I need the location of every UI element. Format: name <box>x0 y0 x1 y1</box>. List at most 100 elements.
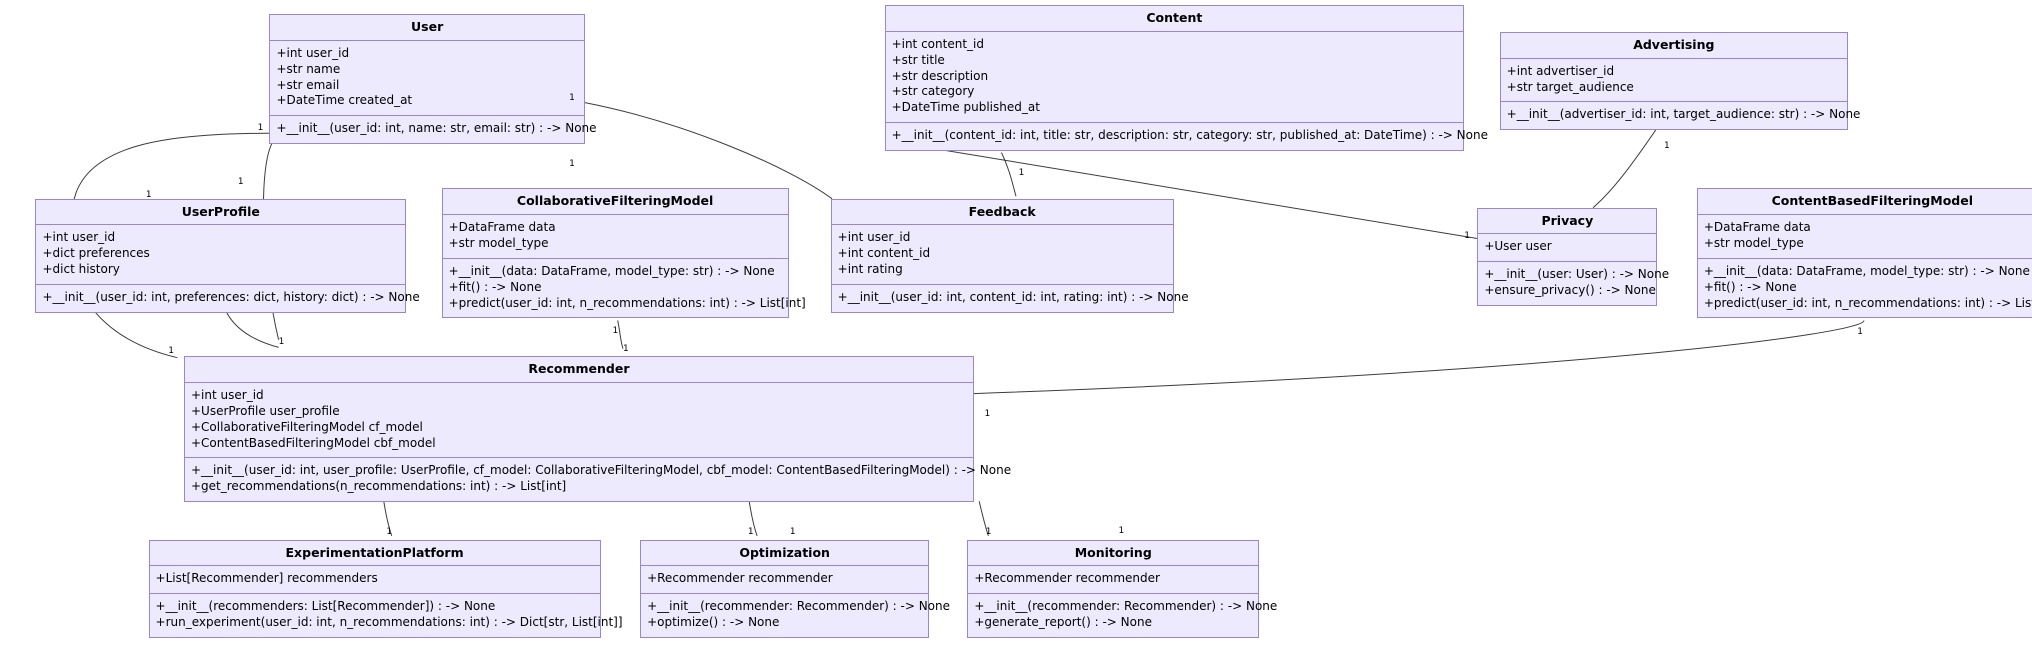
class-box-cbfmodel[interactable]: ContentBasedFilteringModel+DataFrame dat… <box>1696 188 2032 319</box>
class-methods-feedback: +__init__(user_id: int, content_id: int,… <box>832 285 1189 312</box>
multiplicity-label: 1 <box>1464 231 1470 242</box>
class-title-content: Content <box>885 6 1464 32</box>
attribute-row: +DateTime created_at <box>276 93 413 108</box>
class-methods-experimentation: +__init__(recommenders: List[Recommender… <box>150 594 623 637</box>
class-methods-userprofile: +__init__(user_id: int, preferences: dic… <box>36 285 420 312</box>
attribute-row: +str target_audience <box>1506 79 1634 94</box>
class-methods-cbfmodel: +__init__(data: DataFrame, model_type: s… <box>1698 259 2032 317</box>
attribute-row: +Recommender recommender <box>647 571 833 586</box>
class-methods-optimization: +__init__(recommender: Recommender) : ->… <box>641 594 951 637</box>
attribute-row: +str email <box>276 77 340 92</box>
class-box-recommender[interactable]: Recommender+int user_id+UserProfile user… <box>184 356 1012 503</box>
class-box-feedback[interactable]: Feedback+int user_id+int content_id+int … <box>830 198 1189 313</box>
class-box-experimentation[interactable]: ExperimentationPlatform+List[Recommender… <box>148 539 623 638</box>
method-row: +__init__(user_id: int, content_id: int,… <box>837 289 1189 304</box>
multiplicity-label: 1 <box>612 325 619 336</box>
attribute-row: +Recommender recommender <box>974 571 1160 586</box>
attribute-row: +DataFrame data <box>448 220 556 235</box>
attribute-row: +str category <box>891 84 975 99</box>
method-row: +run_experiment(user_id: int, n_recommen… <box>155 615 623 630</box>
class-box-userprofile[interactable]: UserProfile+int user_id+dict preferences… <box>35 198 420 313</box>
class-attributes-content: +int content_id+str title+str descriptio… <box>885 32 1464 124</box>
multiplicity-label: 1 <box>237 177 244 188</box>
method-row: +__init__(recommender: Recommender) : ->… <box>974 599 1278 614</box>
class-attributes-experimentation: +List[Recommender] recommenders <box>149 566 600 595</box>
class-box-privacy[interactable]: Privacy +User user +__init__(user: User) :… <box>1477 207 1670 306</box>
attribute-row: +dict history <box>42 262 120 277</box>
method-row: +predict(user_id: int, n_recommendations… <box>448 295 806 310</box>
class-methods-monitoring: +__init__(recommender: Recommender) : ->… <box>968 594 1278 637</box>
multiplicity-label: 1 <box>1018 168 1025 179</box>
class-title-monitoring: Monitoring <box>968 541 1259 567</box>
method-row: +__init__(recommenders: List[Recommender… <box>155 599 496 614</box>
method-row: +__init__(user_id: int, preferences: dic… <box>42 289 420 304</box>
class-box-cfmodel[interactable]: CollaborativeFilteringModel+DataFrame da… <box>441 188 806 319</box>
attribute-row: +int content_id <box>891 36 984 51</box>
class-box-user[interactable]: User+int user_id+str name+str email+Date… <box>269 14 597 144</box>
class-box-advertising[interactable]: Advertising+int advertiser_id+str target… <box>1499 32 1861 131</box>
class-title-cbfmodel: ContentBasedFilteringModel <box>1697 189 2032 216</box>
method-row: +__init__(data: DataFrame, model_type: s… <box>448 263 775 278</box>
attribute-row: +DateTime published_at <box>891 100 1040 115</box>
method-row: +get_recommendations(n_recommendations: … <box>191 479 567 494</box>
association-cbfmodel-to-recommender <box>973 320 1865 395</box>
method-row: +__init__(user: User) : -> None <box>1484 267 1670 282</box>
class-attributes-advertising: +int advertiser_id+str target_audience <box>1500 59 1847 103</box>
multiplicity-label: 1 <box>789 527 796 538</box>
method-row: +generate_report() : -> None <box>974 615 1152 630</box>
attribute-row: +str description <box>891 68 989 83</box>
multiplicity-label: 1 <box>569 92 575 103</box>
class-title-recommender: Recommender <box>185 357 973 384</box>
attribute-row: +ContentBasedFilteringModel cbf_model <box>191 435 436 450</box>
method-row: +__init__(recommender: Recommender) : ->… <box>647 599 951 614</box>
method-row: +fit() : -> None <box>448 279 542 294</box>
attribute-row: +str model_type <box>1703 236 1804 251</box>
class-box-optimization[interactable]: Optimization +Recommender recommender +__i… <box>640 539 951 638</box>
method-row: +optimize() : -> None <box>647 615 780 630</box>
attribute-row: +str name <box>276 61 341 76</box>
class-attributes-userprofile: +int user_id+dict preferences+dict histo… <box>36 225 406 285</box>
attribute-row: +CollaborativeFilteringModel cf_model <box>191 419 423 434</box>
attribute-row: +int content_id <box>837 246 931 261</box>
class-attributes-cbfmodel: +DataFrame data+str model_type <box>1697 215 2032 259</box>
association-content-to-feedback <box>1001 152 1017 197</box>
attribute-row: +User user <box>1484 239 1552 254</box>
attribute-row: +int user_id <box>42 230 116 245</box>
attribute-row: +str model_type <box>448 236 549 251</box>
class-box-content[interactable]: Content+int content_id+str title+str des… <box>884 5 1488 151</box>
multiplicity-label: 1 <box>168 346 174 357</box>
attribute-row: +str title <box>891 52 945 67</box>
multiplicity-label: 1 <box>145 190 152 201</box>
class-attributes-monitoring: +Recommender recommender <box>968 566 1259 595</box>
multiplicity-label: 1 <box>1663 141 1670 152</box>
attribute-row: +int user_id <box>191 388 264 403</box>
class-title-user: User <box>270 15 584 41</box>
class-attributes-recommender: +int user_id+UserProfile user_profile+Co… <box>185 383 973 459</box>
method-row: +__init__(user_id: int, user_profile: Us… <box>191 463 1012 478</box>
multiplicity-label: 1 <box>1118 525 1125 536</box>
attribute-row: +int rating <box>837 262 903 277</box>
class-methods-privacy: +__init__(user: User) : -> None+ensure_p… <box>1478 262 1670 305</box>
attribute-row: +dict preferences <box>42 246 150 261</box>
multiplicity-label: 1 <box>984 409 991 420</box>
attribute-row: +int advertiser_id <box>1506 63 1615 78</box>
attribute-row: +int user_id <box>276 45 350 60</box>
class-attributes-cfmodel: +DataFrame data+str model_type <box>442 215 788 259</box>
method-row: +fit() : -> None <box>1703 279 1797 294</box>
class-methods-recommender: +__init__(user_id: int, user_profile: Us… <box>185 458 1012 501</box>
class-title-feedback: Feedback <box>831 200 1173 226</box>
association-advertising-to-privacy <box>1592 125 1660 209</box>
attribute-row: +UserProfile user_profile <box>191 403 340 418</box>
multiplicity-label: 1 <box>623 343 629 354</box>
multiplicity-label: 1 <box>985 527 992 538</box>
method-row: +__init__(advertiser_id: int, target_aud… <box>1506 107 1861 122</box>
class-title-privacy: Privacy <box>1478 209 1657 235</box>
class-title-optimization: Optimization <box>641 541 929 567</box>
class-attributes-user: +int user_id+str name+str email+DateTime… <box>270 41 584 117</box>
class-box-monitoring[interactable]: Monitoring +Recommender recommender +__ini… <box>967 539 1278 638</box>
class-methods-content: +__init__(content_id: int, title: str, d… <box>886 123 1488 150</box>
class-title-cfmodel: CollaborativeFilteringModel <box>442 189 788 216</box>
class-methods-advertising: +__init__(advertiser_id: int, target_aud… <box>1501 102 1861 129</box>
multiplicity-label: 1 <box>1857 327 1863 338</box>
